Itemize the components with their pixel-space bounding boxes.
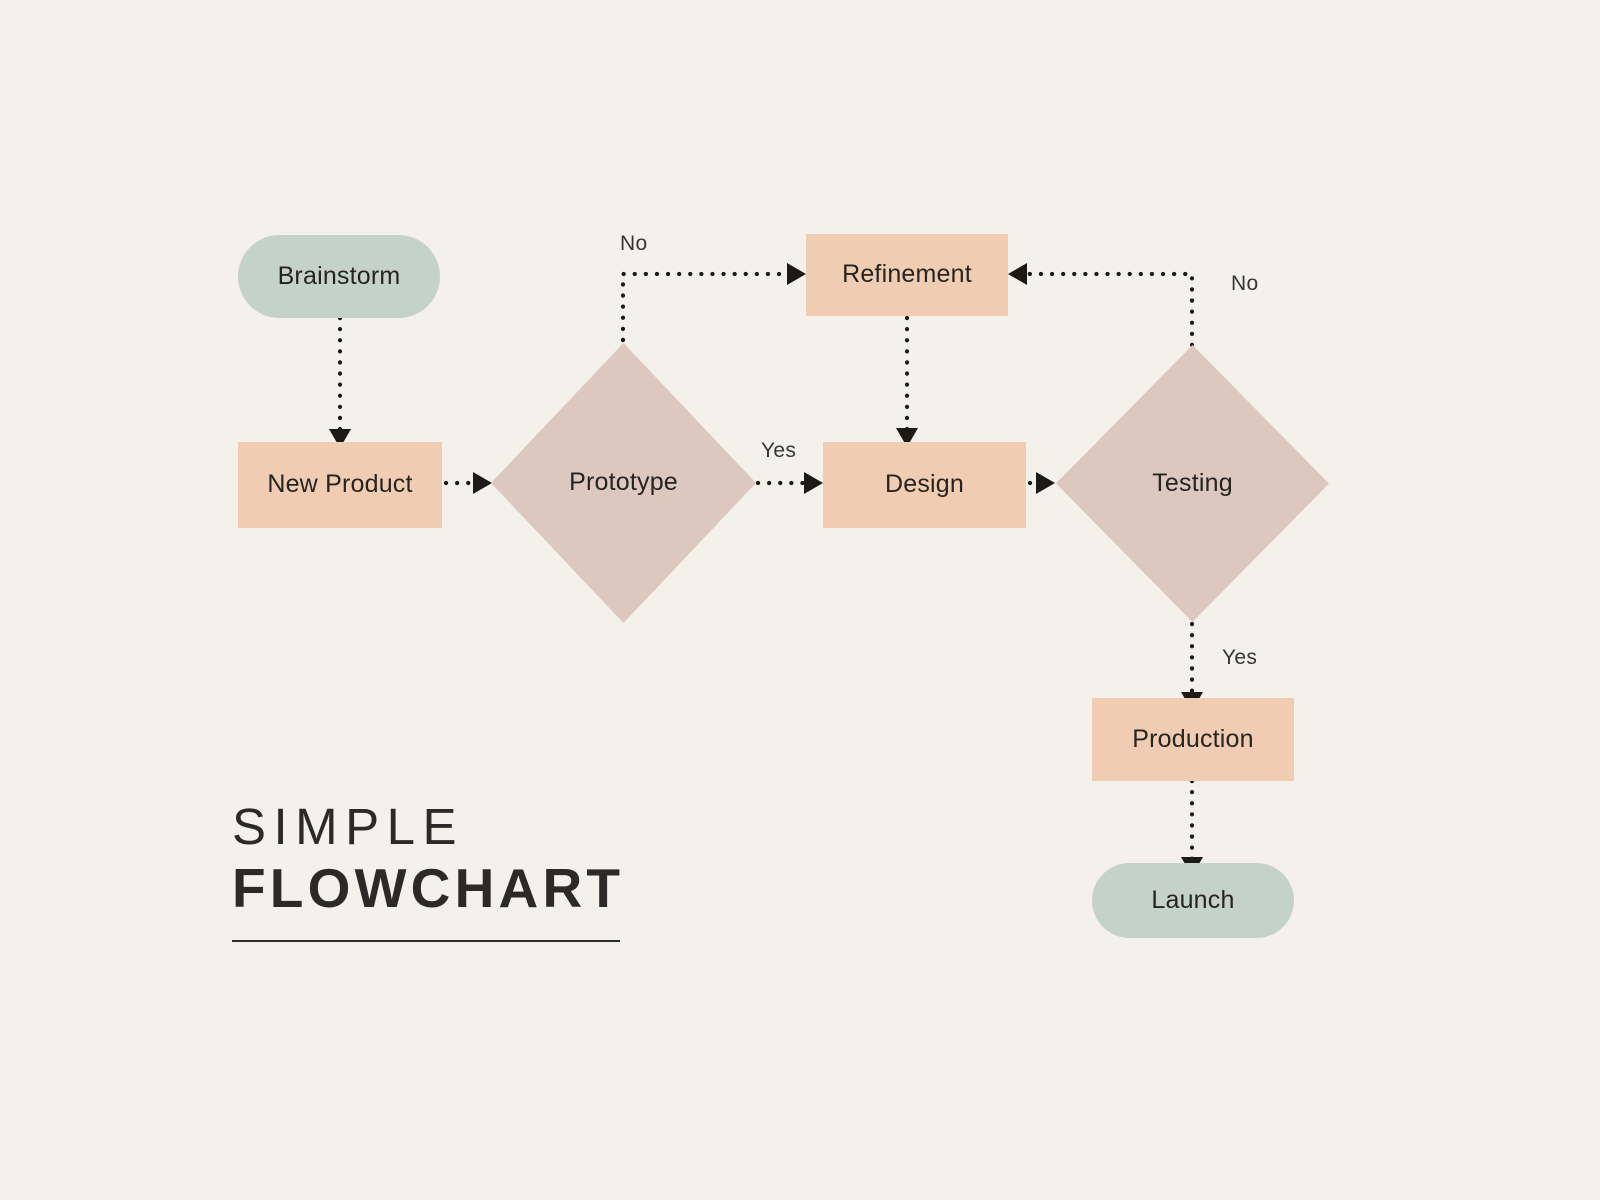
node-prototype[interactable]: Prototype bbox=[491, 343, 756, 623]
edge-label-testing-no: No bbox=[1231, 272, 1259, 295]
node-testing-label: Testing bbox=[1152, 468, 1233, 497]
node-design-label: Design bbox=[884, 470, 965, 499]
node-new-product[interactable]: New Product bbox=[238, 442, 442, 528]
node-prototype-label: Prototype bbox=[569, 468, 678, 497]
edge-new-product-to-prototype bbox=[443, 472, 492, 494]
title-underline bbox=[232, 939, 620, 942]
node-brainstorm[interactable]: Brainstorm bbox=[238, 235, 440, 318]
edge-prototype-yes-to-design bbox=[755, 472, 823, 494]
node-testing[interactable]: Testing bbox=[1056, 345, 1329, 622]
node-production[interactable]: Production bbox=[1092, 698, 1294, 781]
edge-production-to-launch bbox=[1181, 778, 1203, 876]
node-brainstorm-label: Brainstorm bbox=[277, 261, 401, 290]
edge-design-to-testing bbox=[1027, 472, 1055, 494]
node-new-product-label: New Product bbox=[267, 470, 413, 499]
node-refinement[interactable]: Refinement bbox=[806, 234, 1008, 316]
title-line-simple: SIMPLE bbox=[232, 798, 465, 855]
node-launch[interactable]: Launch bbox=[1092, 863, 1294, 938]
edge-prototype-no-to-refinement bbox=[620, 263, 806, 343]
edge-testing-no-to-refinement bbox=[1008, 263, 1195, 348]
edge-label-prototype-no: No bbox=[620, 232, 648, 255]
title-block: SIMPLE FLOWCHART bbox=[232, 800, 712, 942]
node-launch-label: Launch bbox=[1151, 885, 1235, 914]
node-refinement-label: Refinement bbox=[842, 260, 972, 289]
edge-label-testing-yes: Yes bbox=[1222, 646, 1258, 669]
node-production-label: Production bbox=[1132, 724, 1254, 753]
edge-refinement-to-design bbox=[896, 315, 918, 447]
node-design[interactable]: Design bbox=[823, 442, 1026, 528]
edge-label-prototype-yes: Yes bbox=[761, 439, 797, 462]
edge-brainstorm-to-new-product bbox=[329, 315, 351, 448]
title-line-flowchart: FLOWCHART bbox=[232, 856, 625, 919]
